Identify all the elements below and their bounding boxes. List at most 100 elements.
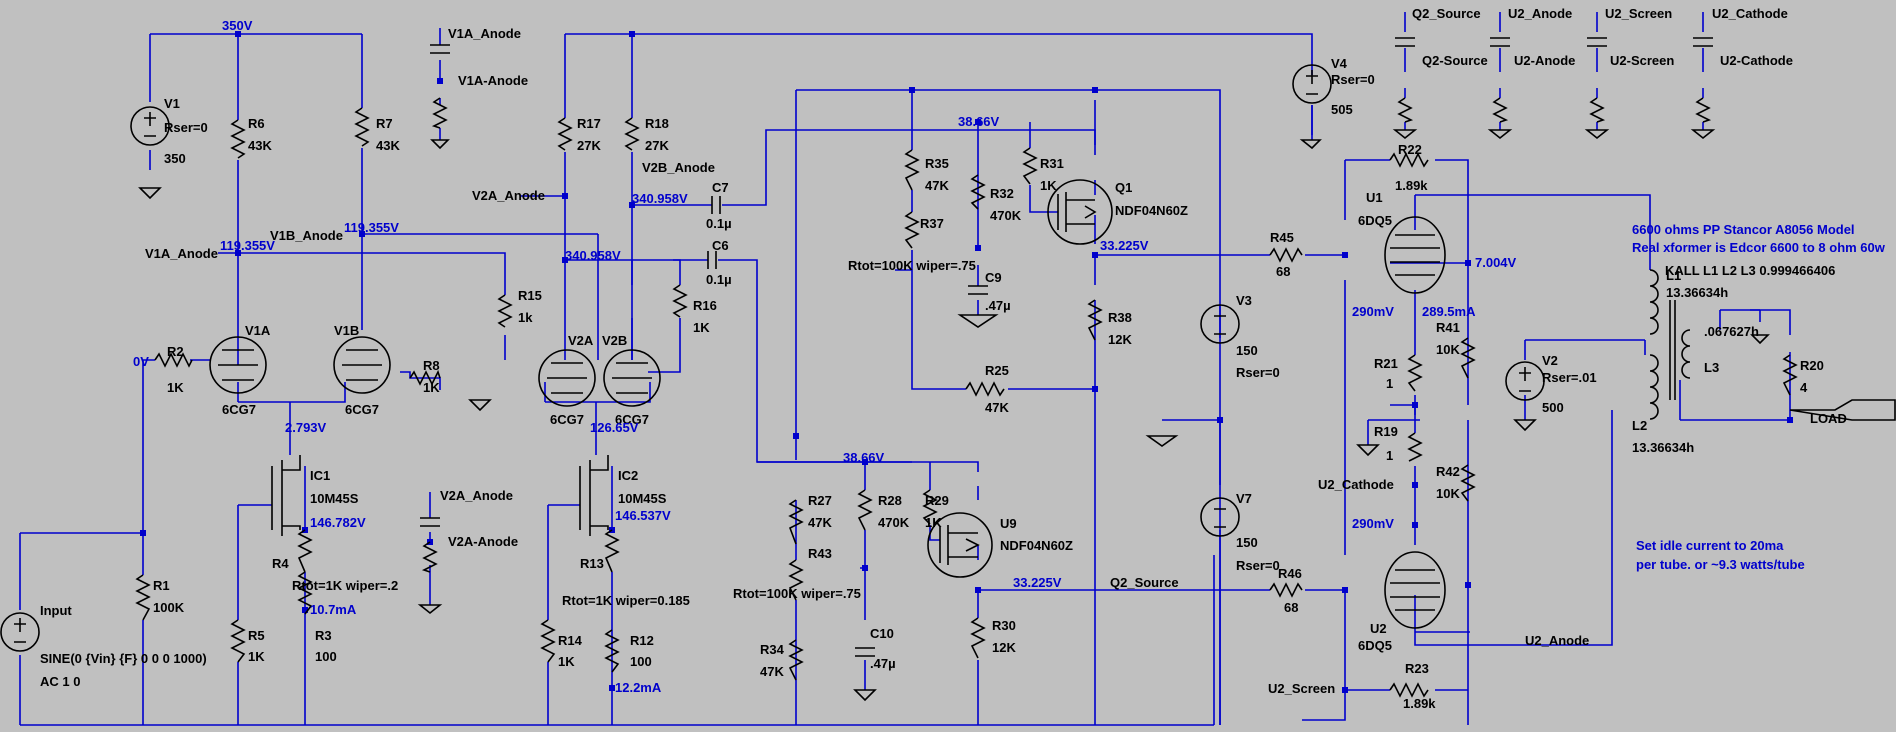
label-r43: R43 <box>808 546 832 561</box>
label-v1v: 350 <box>164 151 186 166</box>
capacitors <box>420 37 1713 657</box>
label-r23v: 1.89k <box>1403 696 1436 711</box>
label-n7004: 7.004V <box>1475 255 1517 270</box>
resistor-r34 <box>788 639 804 681</box>
label-r27v: 47K <box>808 515 832 530</box>
label-v4r: Rser=0 <box>1331 72 1375 87</box>
tube-v2b <box>603 349 661 407</box>
mosfet-ic1 <box>271 455 301 536</box>
mosfet-q1 <box>1047 179 1113 245</box>
capacitor-probe-e <box>1587 37 1607 47</box>
label-c7: C7 <box>712 180 729 195</box>
resistor-r22 <box>1389 152 1429 168</box>
label-c9: C9 <box>985 270 1002 285</box>
capacitor-c7 <box>711 196 721 214</box>
tube-v2a <box>538 349 596 407</box>
label-n146537: 146.537V <box>615 508 671 523</box>
label-v2bm: 6CG7 <box>615 412 649 427</box>
label-l3: L3 <box>1704 360 1719 375</box>
label-r37t: Rtot=100K wiper=.75 <box>848 258 976 273</box>
label-r2: R2 <box>167 344 184 359</box>
resistor-probe-e <box>1589 97 1606 123</box>
label-u1m: 6DQ5 <box>1358 213 1392 228</box>
capacitor-probe-b <box>420 517 440 527</box>
junctions <box>140 31 1793 693</box>
label-r14: R14 <box>558 633 583 648</box>
label-r2v: 1K <box>167 380 184 395</box>
tube-v1a <box>209 336 267 394</box>
label-n119b: 119.355V <box>220 238 275 253</box>
label-r19v: 1 <box>1386 448 1393 463</box>
label-r38: R38 <box>1108 310 1132 325</box>
label-r46v: 68 <box>1284 600 1298 615</box>
label-q1m: NDF04N60Z <box>1115 203 1188 218</box>
label-r13: R13 <box>580 556 604 571</box>
resistor-r7 <box>354 107 370 147</box>
resistor-r31 <box>1022 147 1038 185</box>
label-p_q2s_t: Q2_Source <box>1412 6 1481 21</box>
label-p_q2s: Q2-Source <box>1422 53 1488 68</box>
capacitor-probe-d <box>1490 37 1510 47</box>
label-r42v: 10K <box>1436 486 1460 501</box>
label-r21: R21 <box>1374 356 1398 371</box>
source-v1 <box>130 106 170 146</box>
label-n2793: 2.793V <box>285 420 327 435</box>
label-r3v: 100 <box>315 649 337 664</box>
label-note1: 6600 ohms PP Stancor A8056 Model <box>1632 222 1855 237</box>
resistor-r42 <box>1460 464 1476 502</box>
label-p_u2s: U2-Screen <box>1610 53 1674 68</box>
resistor-r29 <box>922 489 938 525</box>
label-v2b: V2B <box>602 333 627 348</box>
label-v2v: 500 <box>1542 400 1564 415</box>
capacitor-probe-f <box>1693 37 1713 47</box>
resistor-r45 <box>1269 247 1303 263</box>
resistor-r41 <box>1460 337 1476 379</box>
label-r3: R3 <box>315 628 332 643</box>
source-v2 <box>1505 361 1545 401</box>
resistor-r43 <box>788 559 804 601</box>
capacitor-probe-a <box>430 44 450 54</box>
label-r28: R28 <box>878 493 902 508</box>
label-r31: R31 <box>1040 156 1064 171</box>
label-r35v: 47K <box>925 178 949 193</box>
label-n33225a: 33.225V <box>1100 238 1149 253</box>
label-p_u2a_t: U2_Anode <box>1508 6 1572 21</box>
grounds <box>138 129 1770 702</box>
transformer <box>1649 269 1691 420</box>
label-n33225b: 33.225V <box>1013 575 1062 590</box>
resistor-r14 <box>540 619 556 663</box>
label-r7v: 43K <box>376 138 400 153</box>
label-n3866a: 38.66V <box>958 114 1000 129</box>
source-v3 <box>1200 304 1240 344</box>
label-r41v: 10K <box>1436 342 1460 357</box>
label-r4: R4 <box>272 556 289 571</box>
label-r42: R42 <box>1436 464 1460 479</box>
source-v7 <box>1200 497 1240 537</box>
label-r21v: 1 <box>1386 376 1393 391</box>
label-r20v: 4 <box>1800 380 1808 395</box>
label-ic1: IC1 <box>310 468 330 483</box>
label-l2: L2 <box>1632 418 1647 433</box>
label-r12: R12 <box>630 633 654 648</box>
label-v4v: 505 <box>1331 102 1353 117</box>
resistor-probe-d <box>1492 97 1509 123</box>
label-v1: V1 <box>164 96 180 111</box>
label-note2: Real xformer is Edcor 6600 to 8 ohm 60w <box>1632 240 1886 255</box>
wires <box>19 12 1791 726</box>
resistor-r46 <box>1269 582 1303 598</box>
resistor-r20 <box>1782 354 1798 396</box>
label-ic2m: 10M45S <box>618 491 667 506</box>
label-p_u2c_t: U2_Cathode <box>1712 6 1788 21</box>
resistor-r17 <box>557 117 573 151</box>
resistor-r30 <box>970 617 986 659</box>
label-v3: V3 <box>1236 293 1252 308</box>
label-i122: 12.2mA <box>615 680 662 695</box>
label-v1a_an_p: V1A-Anode <box>458 73 528 88</box>
label-v2a_an_t2: V2A_Anode <box>440 488 513 503</box>
label-n0v: 0V <box>133 354 149 369</box>
label-v2r: Rser=.01 <box>1542 370 1597 385</box>
label-r30: R30 <box>992 618 1016 633</box>
label-c10: C10 <box>870 626 894 641</box>
label-r31v: 1K <box>1040 178 1057 193</box>
tube-u2 <box>1384 551 1446 629</box>
